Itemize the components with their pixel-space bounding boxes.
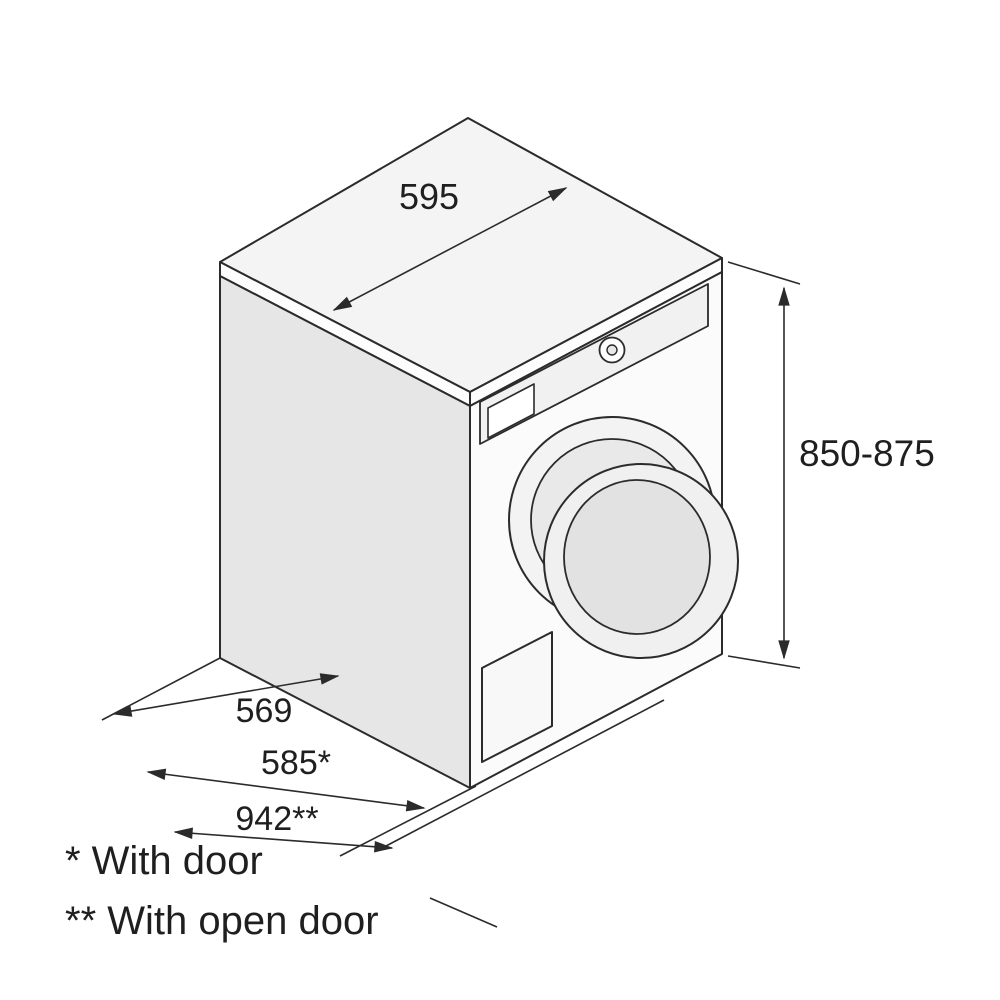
footnote-with-door: * With door — [65, 839, 263, 883]
ext-line-back — [101, 657, 221, 721]
width-dimension-label: 595 — [399, 176, 459, 217]
detergent-drawer — [481, 631, 553, 763]
depth-with-open-door-dimension-label: 942** — [235, 800, 318, 838]
ext-line-height-bottom — [727, 655, 801, 669]
ext-line-open-door-lower — [429, 897, 498, 928]
dim-line-depth-door — [146, 768, 426, 812]
display-window — [487, 383, 535, 439]
ext-line-open-door — [385, 699, 665, 847]
washing-machine — [219, 117, 739, 789]
dim-line-depth-open-door — [173, 827, 394, 853]
depth-with-door-dimension-label: 585* — [261, 744, 331, 782]
footnote-with-open-door: ** With open door — [65, 899, 379, 943]
program-knob-center — [606, 344, 618, 356]
dimension-lines — [101, 187, 801, 928]
dim-line-depth-body — [112, 673, 340, 717]
dim-line-width — [332, 187, 568, 311]
open-door-glass — [563, 479, 711, 635]
depth-body-dimension-label: 569 — [236, 692, 293, 730]
control-panel — [479, 283, 709, 445]
ext-line-height-top — [727, 261, 801, 285]
height-dimension-label: 850-875 — [799, 433, 935, 474]
